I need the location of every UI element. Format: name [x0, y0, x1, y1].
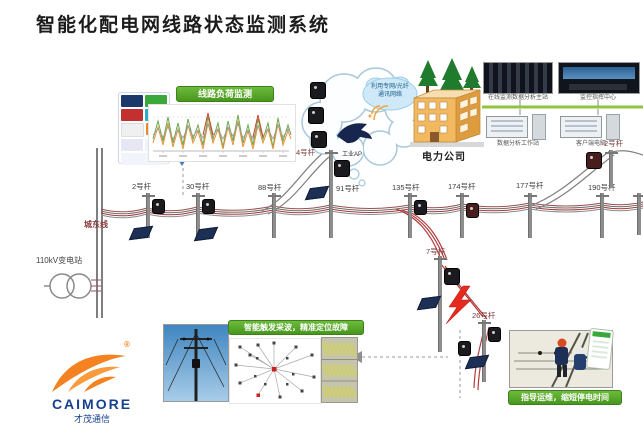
wifi-signal-icon	[371, 105, 389, 121]
line-monitor-device	[414, 200, 427, 215]
pole-30	[192, 193, 205, 238]
transformer-symbol	[44, 273, 92, 299]
main-feeder-line	[100, 201, 643, 219]
substation-label: 110kV变电站	[36, 256, 83, 265]
pole-91-label: 91号杆	[336, 184, 360, 193]
pole-26	[478, 320, 491, 382]
control-room-screen	[563, 67, 635, 79]
caption-workstation: 数据分析工作站	[496, 141, 539, 147]
transformer-leads	[91, 279, 101, 292]
pole-190	[596, 193, 609, 238]
pole-88	[268, 193, 281, 238]
dashed-connectors	[182, 168, 461, 398]
control-room-photo	[558, 62, 640, 94]
pole-190-label: 190号杆	[588, 183, 616, 192]
line-monitor-device	[152, 199, 165, 214]
line-monitor-device	[586, 152, 602, 169]
pole-4-label: 4号杆	[296, 148, 316, 157]
line-monitor-device	[458, 341, 471, 356]
pole-91-tall	[325, 150, 338, 238]
pole-7-label: 7号杆	[426, 247, 446, 256]
industrial-ap-icon	[337, 123, 372, 144]
pole-174-label: 174号杆	[448, 182, 476, 191]
line-monitor-device	[466, 203, 479, 218]
logo-name: CAIMORE	[51, 396, 133, 412]
caption-master-station: 在线监测数据分析主站	[487, 95, 548, 101]
ap-label: 工业AP	[342, 152, 363, 158]
caption-command-center: 监控指挥中心	[579, 95, 616, 101]
monitor-terminal-icon	[310, 82, 326, 99]
fault-waveform-panel	[321, 337, 358, 403]
line-monitor-device	[202, 199, 215, 214]
lan-stubs	[519, 100, 599, 115]
monitoring-phone	[585, 327, 615, 371]
pole-edge	[633, 193, 643, 235]
network-topology-panel	[229, 338, 321, 404]
load-monitor-banner: 线路负荷监测	[176, 86, 274, 103]
cloud-network-text-1: 利用专网/光纤	[371, 84, 409, 90]
client-pc	[560, 114, 622, 140]
line-monitor-device	[488, 327, 501, 342]
pole-2	[142, 193, 155, 238]
workstation-pc	[486, 114, 552, 140]
pole-30-label: 30号杆	[186, 182, 210, 191]
network-cloud-bubble	[362, 76, 418, 111]
server-room-photo	[483, 62, 553, 94]
pole-177-label: 177号杆	[516, 181, 544, 190]
load-curve-chart	[148, 104, 296, 162]
power-company-building	[410, 58, 484, 147]
line-monitor-device	[444, 268, 460, 285]
feeder-name-label: 城东线	[84, 220, 108, 229]
pole-135-label: 135号杆	[392, 183, 420, 192]
monitor-terminal-icon	[308, 107, 324, 124]
line-monitor-device	[334, 160, 350, 177]
cloud-network-text-2: 通讯网络	[377, 92, 402, 98]
caption-client: 客户端电脑	[575, 141, 606, 147]
pole-7	[434, 256, 447, 352]
control-room-desk	[569, 84, 627, 90]
pole-174	[456, 193, 469, 238]
pole-26-label: 26号杆	[472, 311, 496, 320]
registered-mark: ®	[124, 340, 130, 349]
maintenance-banner: 指导运维，缩短停电时间	[508, 390, 622, 406]
fault-location-banner: 智能触发采波，精准定位故障	[228, 320, 364, 336]
busbar-lines	[96, 148, 103, 318]
branch-line-upright	[529, 150, 643, 210]
pole-branch-right-2	[605, 150, 618, 188]
fault-lightning-icon	[445, 285, 472, 325]
monitor-terminal-icon	[311, 131, 327, 148]
pole-field-photo	[163, 324, 229, 402]
logo-subtitle: 才茂通信	[73, 414, 110, 424]
pole-177	[524, 193, 537, 238]
pole-2-label: 2号杆	[132, 182, 152, 191]
pole-branch-right-2-label: 2号杆	[604, 139, 624, 148]
page-title: 智能化配电网线路状态监测系统	[36, 15, 331, 36]
caimore-logo-icon	[52, 354, 126, 392]
power-company-label: 电力公司	[422, 152, 466, 163]
pole-135	[404, 193, 417, 238]
pole-88-label: 88号杆	[258, 183, 282, 192]
